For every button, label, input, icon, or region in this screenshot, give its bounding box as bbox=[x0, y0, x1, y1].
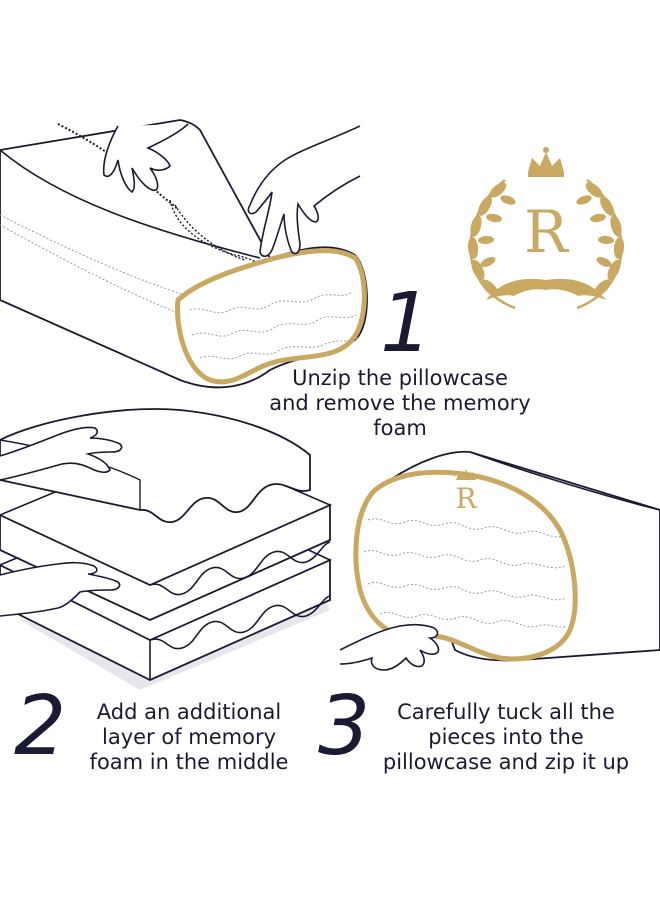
step-1-number: 1 bbox=[380, 276, 433, 371]
step-2-line: foam in the middle bbox=[89, 750, 289, 774]
step-3-line: Carefully tuck all the bbox=[397, 700, 615, 724]
pillow-tuck-illustration: R bbox=[339, 450, 660, 671]
step-2-instruction: Add an additional layer of memory foam i… bbox=[64, 700, 314, 775]
step-2-line: layer of memory bbox=[101, 725, 277, 749]
pillow-unzip-illustration bbox=[0, 119, 368, 389]
step-3-line: pillowcase and zip it up bbox=[382, 750, 630, 774]
step-2-line: Add an additional bbox=[96, 700, 282, 724]
step-1-line: and remove the memory bbox=[269, 391, 531, 415]
foam-layers-illustration bbox=[0, 408, 332, 690]
step-3-instruction: Carefully tuck all the pieces into the p… bbox=[352, 700, 660, 775]
embroidered-monogram-icon: R bbox=[455, 482, 477, 515]
step-1-line: foam bbox=[373, 416, 427, 440]
step-1-instruction: Unzip the pillowcase and remove the memo… bbox=[240, 366, 560, 441]
step-2-number: 2 bbox=[14, 679, 67, 774]
step-3-line: pieces into the bbox=[428, 725, 584, 749]
monogram-letter: R bbox=[524, 198, 570, 266]
step-3-number: 3 bbox=[318, 679, 371, 774]
step-1-line: Unzip the pillowcase bbox=[292, 366, 508, 390]
crown-laurel-monogram-icon: R bbox=[467, 147, 625, 310]
